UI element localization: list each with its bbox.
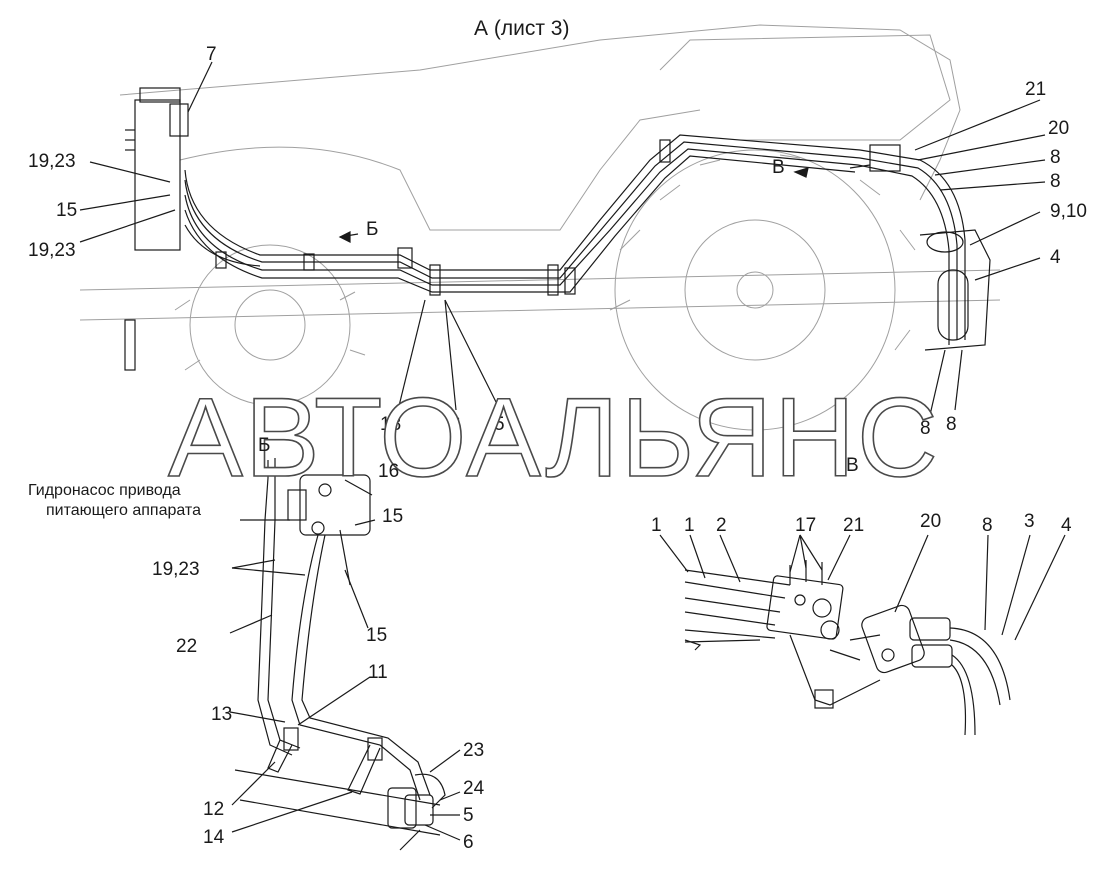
view-v-marker: В [772,157,785,178]
label-8: 8 [1050,147,1061,168]
label-1: 1 [651,515,662,536]
label-19-23: 19,23 [28,240,76,261]
label-6: 6 [463,832,474,853]
pump-hose-4 [301,534,431,796]
v-hose-out-2 [949,639,1001,706]
column-top [139,87,181,103]
label-5: 5 [463,805,474,826]
label-11: 11 [368,662,388,683]
watermark: АВТОАЛЬЯНС [167,375,940,500]
arrow-b [338,231,351,243]
label-17: 17 [795,515,817,536]
pump-hose-3 [291,534,421,801]
hose-e [184,224,261,267]
pump-note-line-1: Гидронасос привода [28,482,181,499]
label-1: 1 [684,515,695,536]
label-12: 12 [203,799,225,820]
frame-rail-lower [79,299,1001,321]
v-hose-out-1 [949,627,1011,701]
label-21: 21 [1025,79,1047,100]
label-15: 15 [382,506,404,527]
column-cap [169,103,189,137]
label-8: 8 [982,515,993,536]
label-6: 6 [450,414,461,435]
detail-b-title: Б [258,435,271,456]
label-13: 13 [211,704,233,725]
rear-wheel-hub [684,219,826,361]
filter-column [134,99,181,251]
label-2: 2 [716,515,727,536]
frame-rail [79,269,1001,291]
label-4: 4 [1050,247,1061,268]
v-hose-4 [684,611,776,626]
label-19-23: 19,23 [152,559,200,580]
pump-hose-5 [339,529,351,586]
frame-rail-detail [234,769,441,851]
hose-b [184,141,958,340]
front-wheel-hub [234,289,306,361]
label-8: 8 [1050,171,1061,192]
front-wheel [189,244,351,406]
v-hose-2 [684,581,786,599]
tread [609,154,916,351]
label-3: 3 [1024,511,1035,532]
detail-v-title: В [846,455,859,476]
v-valve-block [766,575,844,640]
hose-d [184,155,856,293]
label-8: 8 [946,414,957,435]
label-5: 5 [494,414,505,435]
body-outline [119,24,961,201]
hose-a [184,134,966,340]
pump-hose-2 [257,477,293,756]
hose-loop [937,269,969,341]
v-hose-out-3 [951,654,976,736]
label-14: 14 [203,827,225,848]
hose-c [184,148,950,345]
sheet-title: А (лист 3) [474,17,570,40]
pump-body [299,474,371,536]
label-21: 21 [843,515,865,536]
label-15: 15 [56,200,78,221]
rear-wheel-center [736,271,774,309]
label-7: 7 [206,44,217,65]
tread-front [174,291,366,371]
label-16: 16 [378,461,400,482]
arrow-v [793,167,809,178]
pump-note-line-2: питающего аппарата [46,502,201,519]
rear-wheel [614,149,896,431]
clamp-1 [267,739,293,773]
v-hose-3 [684,597,781,613]
view-b-marker: Б [366,219,379,240]
quick-coupler-block [869,144,901,172]
label-24: 24 [463,778,485,799]
label-20: 20 [920,511,942,532]
v-coupler [861,604,925,674]
label-18: 18 [380,414,402,435]
label-19-23: 19,23 [28,151,76,172]
label-8: 8 [920,418,931,439]
label-23: 23 [463,740,485,761]
label-4: 4 [1061,515,1072,536]
label-9-10: 9,10 [1050,201,1087,222]
label-20: 20 [1048,118,1070,139]
hood-outline [179,109,701,231]
label-15: 15 [366,625,388,646]
v-bracket [789,634,881,706]
clamp-2 [347,744,381,795]
cab-outline [659,34,951,141]
label-22: 22 [176,636,198,657]
pump-hose-1 [267,475,301,749]
v-hose-out-4 [951,664,967,736]
